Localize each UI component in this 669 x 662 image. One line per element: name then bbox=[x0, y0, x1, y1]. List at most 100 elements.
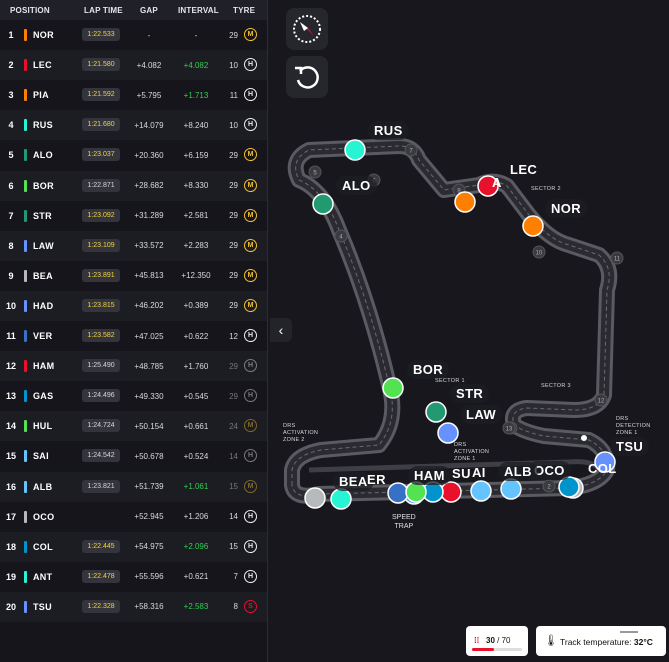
tyre-compound-icon: M bbox=[244, 178, 257, 192]
svg-text:10: 10 bbox=[536, 251, 543, 257]
svg-text:12: 12 bbox=[598, 399, 605, 405]
driver-label-sai: AI bbox=[472, 465, 486, 480]
interval-value: +1.760 bbox=[183, 361, 209, 371]
car-marker-law[interactable] bbox=[437, 422, 459, 444]
car-marker-col[interactable] bbox=[558, 476, 580, 498]
lap-time: 1:23.891 bbox=[82, 268, 120, 282]
position-number: 11 bbox=[6, 331, 16, 341]
tyre-laps: 29 bbox=[229, 391, 238, 401]
collapse-table-button[interactable]: ‹ bbox=[270, 318, 292, 342]
driver-code: HUL bbox=[33, 421, 53, 432]
car-marker-bor[interactable] bbox=[382, 377, 404, 399]
driver-code: COL bbox=[33, 541, 53, 552]
svg-text:8: 8 bbox=[457, 189, 461, 195]
car-marker-ham[interactable] bbox=[440, 481, 462, 503]
team-color-bar bbox=[24, 179, 27, 192]
turn-marker-11: 11 bbox=[610, 251, 624, 265]
lap-time: 1:24.496 bbox=[82, 389, 120, 403]
lap-time: 1:21.680 bbox=[82, 118, 120, 132]
tyre-laps: 14 bbox=[229, 451, 238, 461]
team-color-bar bbox=[24, 119, 27, 132]
driver-label-alb: ALB bbox=[498, 462, 538, 481]
gap-value: +5.795 bbox=[136, 90, 162, 100]
team-color-bar bbox=[24, 330, 27, 342]
car-marker-rus[interactable] bbox=[344, 139, 366, 161]
tyre-compound-icon: H bbox=[244, 509, 257, 523]
driver-code: RUS bbox=[33, 120, 53, 131]
car-marker-sai[interactable] bbox=[470, 480, 492, 502]
track-centerline bbox=[291, 145, 610, 497]
team-color-bar bbox=[24, 360, 27, 373]
driver-code: VER bbox=[33, 331, 53, 341]
lap-time: 1:21.592 bbox=[82, 88, 120, 102]
lap-time: 1:22.871 bbox=[82, 178, 120, 192]
gap-value: +47.025 bbox=[134, 331, 164, 341]
svg-text:5: 5 bbox=[313, 171, 317, 177]
lap-time: 1:23.037 bbox=[82, 148, 120, 162]
car-marker-alb[interactable] bbox=[500, 478, 522, 500]
replay-icon bbox=[295, 66, 319, 89]
lap-time: 1:23.582 bbox=[82, 329, 120, 342]
car-marker-nor[interactable] bbox=[522, 215, 544, 237]
tyre-laps: 24 bbox=[229, 421, 238, 431]
tyre-laps: 29 bbox=[229, 181, 238, 190]
position-number: 9 bbox=[8, 270, 14, 281]
sector-1-label: SECTOR 1 bbox=[435, 378, 465, 384]
team-color-bar bbox=[24, 450, 27, 463]
tyre-laps: 29 bbox=[229, 211, 238, 221]
tyre-compound-icon: M bbox=[244, 268, 257, 282]
tyre-compound-icon: H bbox=[244, 389, 257, 403]
team-color-bar bbox=[24, 59, 27, 72]
car-marker-tsu[interactable] bbox=[594, 451, 616, 473]
car-marker-str[interactable] bbox=[425, 401, 447, 423]
interval-value: +0.621 bbox=[183, 572, 209, 582]
interval-value: +12.350 bbox=[181, 271, 211, 281]
interval-value: +1.713 bbox=[183, 90, 209, 100]
car-marker-pia[interactable] bbox=[454, 191, 476, 213]
tyre-compound-icon: H bbox=[244, 58, 257, 72]
car-marker-hul[interactable] bbox=[405, 481, 427, 503]
compass-button[interactable] bbox=[286, 8, 328, 50]
replay-button[interactable] bbox=[286, 56, 328, 98]
lap-counter-widget: ⁞⁞ 30 / 70 bbox=[466, 626, 528, 656]
turn-marker-4: 4 bbox=[334, 229, 348, 243]
car-marker-ant[interactable] bbox=[330, 488, 352, 510]
car-markers bbox=[304, 139, 616, 510]
driver-code: STR bbox=[33, 210, 52, 221]
interval-value: +2.581 bbox=[183, 211, 209, 221]
driver-label-rus: RUS bbox=[368, 121, 409, 140]
driver-label-bor: BOR bbox=[407, 360, 450, 379]
car-marker-alo[interactable] bbox=[312, 193, 334, 215]
track-map[interactable]: 12345678910111213 RUS ALO LEC A NOR BOR … bbox=[269, 0, 669, 662]
car-marker-lec[interactable] bbox=[477, 175, 499, 197]
driver-code: BOR bbox=[33, 180, 54, 191]
thermometer-icon: 🌡 bbox=[544, 635, 558, 647]
team-color-bar bbox=[24, 209, 27, 222]
tyre-laps: 15 bbox=[229, 482, 238, 491]
gap-value: +28.682 bbox=[134, 181, 164, 190]
gap-value: +58.316 bbox=[134, 602, 164, 612]
car-marker-bea[interactable] bbox=[304, 487, 326, 509]
car-marker-ver[interactable] bbox=[387, 482, 409, 504]
tyre-compound-icon: M bbox=[244, 208, 257, 222]
